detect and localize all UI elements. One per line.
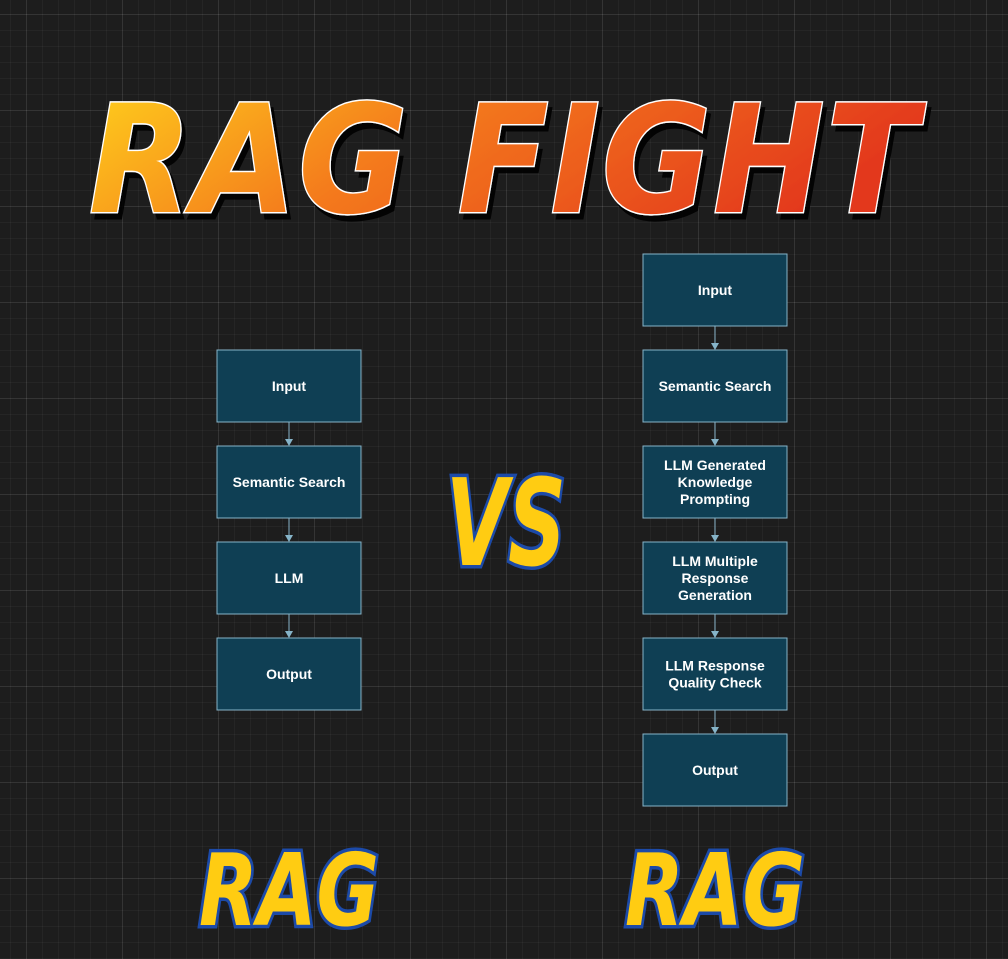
- flow-node-label: Output: [266, 666, 312, 682]
- arrowhead-icon: [711, 631, 719, 638]
- flow-node-box: [642, 541, 788, 615]
- flow-node[interactable]: Input: [216, 349, 362, 423]
- flow-node-box: [642, 733, 788, 807]
- page-title: RAG FIGHT: [89, 74, 927, 248]
- arrowhead-icon: [711, 439, 719, 446]
- flow-node-box: [216, 445, 362, 519]
- arrowhead-icon: [285, 439, 293, 446]
- arrowhead-icon: [285, 535, 293, 542]
- flow-node[interactable]: LLM: [216, 541, 362, 615]
- arrowhead-icon: [711, 535, 719, 542]
- flow-node-label: Semantic Search: [233, 474, 346, 490]
- left-flow-label: RAG: [199, 832, 379, 949]
- flow-node-box: [216, 349, 362, 423]
- flow-node-label: Input: [272, 378, 307, 394]
- flow-node-box: [642, 445, 788, 519]
- flow-node[interactable]: Semantic Search: [642, 349, 788, 423]
- flow-node-label: Output: [692, 762, 738, 778]
- flow-node-label: LLM: [275, 570, 304, 586]
- flow-node[interactable]: Input: [642, 253, 788, 327]
- flow-node-box: [642, 349, 788, 423]
- flow-node[interactable]: Output: [216, 637, 362, 711]
- flow-node-label: Semantic Search: [659, 378, 772, 394]
- flow-node-label: Input: [698, 282, 733, 298]
- flow-node-box: [216, 637, 362, 711]
- flow-node[interactable]: Output: [642, 733, 788, 807]
- right-flow-label: RAG: [625, 832, 805, 949]
- vs-label: VS: [446, 455, 566, 594]
- flow-node-box: [642, 637, 788, 711]
- flow-node[interactable]: Semantic Search: [216, 445, 362, 519]
- arrowhead-icon: [285, 631, 293, 638]
- flow-node-box: [216, 541, 362, 615]
- arrowhead-icon: [711, 343, 719, 350]
- arrowhead-icon: [711, 727, 719, 734]
